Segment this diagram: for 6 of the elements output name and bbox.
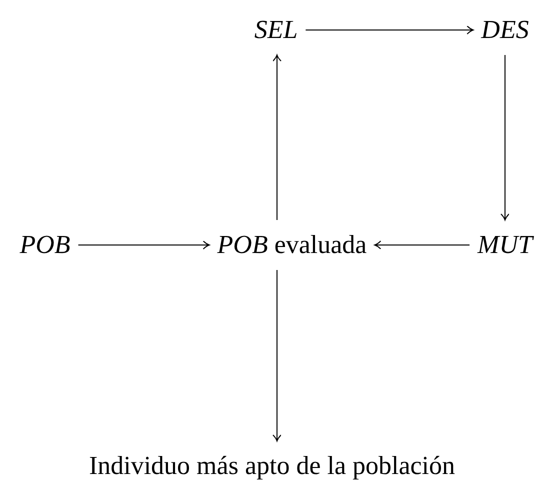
node-label: SEL	[254, 13, 298, 47]
node-label: POB	[20, 228, 70, 262]
node-label: POB evaluada	[217, 228, 367, 262]
node-label: MUT	[478, 228, 532, 262]
node-label: DES	[481, 13, 529, 47]
node-label: Individuo más apto de la población	[88, 449, 456, 483]
